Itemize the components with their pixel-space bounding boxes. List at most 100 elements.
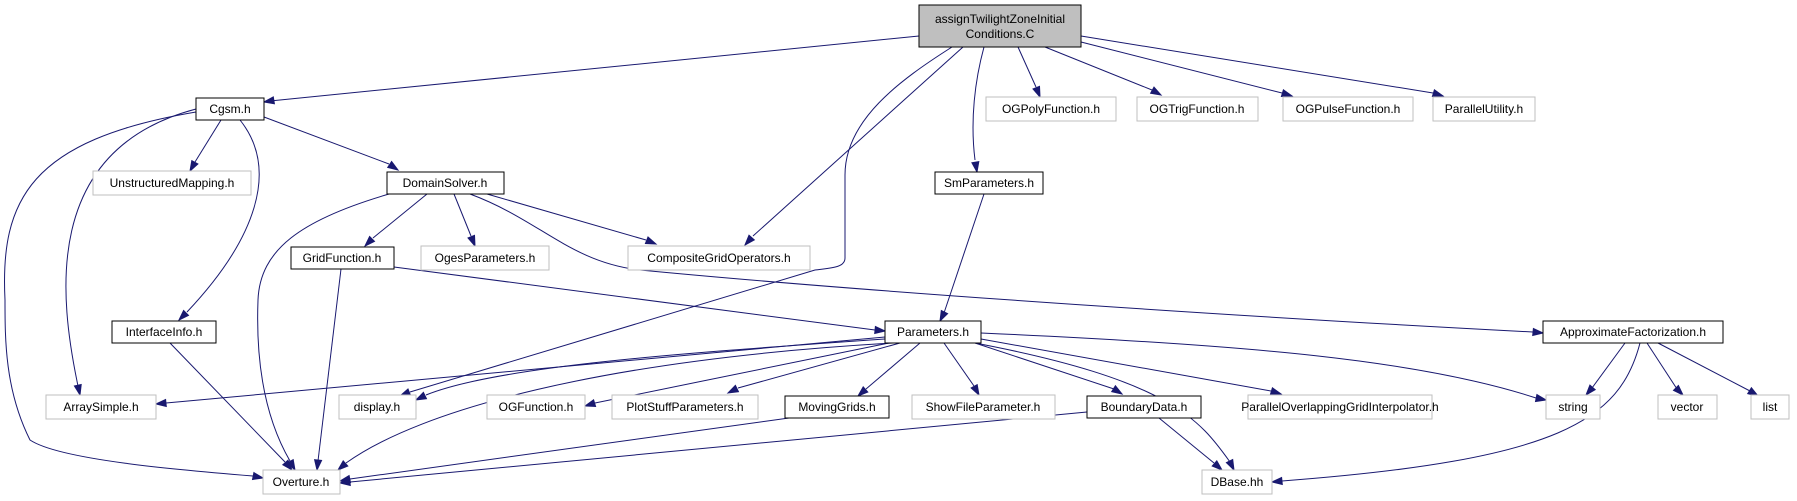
node-label: PlotStuffParameters.h xyxy=(626,400,743,414)
node-label: Overture.h xyxy=(273,475,330,489)
node-string[interactable]: string xyxy=(1545,394,1601,420)
edge-parameters-to-og-function xyxy=(583,342,890,408)
node-box xyxy=(1247,394,1433,420)
node-grid-function[interactable]: GridFunction.h xyxy=(290,246,395,270)
node-label: MovingGrids.h xyxy=(798,400,875,414)
node-box xyxy=(195,97,265,121)
edge-arrowhead xyxy=(414,391,428,401)
edge-parameters-to-boundary-data xyxy=(974,342,1124,395)
node-label: list xyxy=(1763,400,1778,414)
node-label: OGPulseFunction.h xyxy=(1296,102,1401,116)
edge-arrowhead xyxy=(874,325,887,335)
node-boundary-data[interactable]: BoundaryData.h xyxy=(1086,395,1202,419)
node-composite-grid-operators[interactable]: CompositeGridOperators.h xyxy=(627,245,811,271)
node-box xyxy=(627,245,811,271)
edge-boundary-data-to-dbase xyxy=(1158,417,1224,472)
edge-arrowhead xyxy=(1672,384,1685,397)
node-label: vector xyxy=(1671,400,1704,414)
edge-parameters-to-moving-grids xyxy=(856,342,921,398)
node-box xyxy=(934,171,1044,195)
edge-arrowhead xyxy=(1532,327,1545,337)
edge-root-to-parallel-utility xyxy=(1080,35,1445,98)
node-interface-info[interactable]: InterfaceInfo.h xyxy=(111,320,217,344)
edge-domain-solver-to-composite-grid-operators xyxy=(486,193,658,245)
node-box xyxy=(1542,320,1724,344)
node-parameters[interactable]: Parameters.h xyxy=(884,320,982,344)
edge-arrowhead xyxy=(1211,459,1224,472)
edge-arrowhead xyxy=(583,398,597,408)
node-moving-grids[interactable]: MovingGrids.h xyxy=(784,395,890,419)
edge-arrowhead xyxy=(467,234,476,248)
node-box xyxy=(486,394,586,420)
node-box xyxy=(111,320,217,344)
node-parallel-overlapping-grid-interpolator[interactable]: ParallelOverlappingGridInterpolator.h xyxy=(1241,394,1439,420)
node-approximate-factorization[interactable]: ApproximateFactorization.h xyxy=(1542,320,1724,344)
edge-parameters-to-string xyxy=(980,332,1548,403)
node-label: UnstructuredMapping.h xyxy=(110,176,235,190)
edge-arrowhead xyxy=(1270,476,1283,486)
node-root-file[interactable]: assignTwilightZoneInitial Conditions.C xyxy=(918,4,1082,48)
edge-arrowhead xyxy=(338,477,351,487)
node-oges-parameters[interactable]: OgesParameters.h xyxy=(420,245,550,271)
node-og-function[interactable]: OGFunction.h xyxy=(486,394,586,420)
edge-cgsm-to-domain-solver xyxy=(263,116,400,171)
node-og-trig-function[interactable]: OGTrigFunction.h xyxy=(1136,96,1259,122)
node-box xyxy=(338,394,417,420)
node-og-poly-function[interactable]: OGPolyFunction.h xyxy=(985,96,1117,122)
node-list[interactable]: list xyxy=(1750,394,1790,420)
dependency-nodes: assignTwilightZoneInitial Conditions.C C… xyxy=(45,4,1790,495)
node-cgsm[interactable]: Cgsm.h xyxy=(195,97,265,121)
node-label: CompositeGridOperators.h xyxy=(647,251,790,265)
edge-arrowhead xyxy=(1269,386,1283,396)
node-box xyxy=(918,4,1082,48)
edge-parameters-to-parallel-overlapping-grid-interpolator xyxy=(980,338,1283,396)
node-box xyxy=(611,394,759,420)
node-array-simple[interactable]: ArraySimple.h xyxy=(45,394,157,420)
node-og-pulse-function[interactable]: OGPulseFunction.h xyxy=(1282,96,1414,122)
node-dbase[interactable]: DBase.hh xyxy=(1201,469,1273,495)
edge-arrowhead xyxy=(644,236,658,245)
edge-domain-solver-to-grid-function xyxy=(363,193,428,248)
edge-root-to-composite-grid-operators xyxy=(744,46,964,247)
node-sm-parameters[interactable]: SmParameters.h xyxy=(934,171,1044,195)
node-show-file-parameter[interactable]: ShowFileParameter.h xyxy=(911,394,1056,420)
node-label: Cgsm.h xyxy=(209,102,250,116)
edge-arrowhead xyxy=(856,385,869,398)
edge-approximate-factorization-to-vector xyxy=(1646,342,1685,397)
edge-cgsm-to-interface-info xyxy=(177,119,260,322)
node-plot-stuff-parameters[interactable]: PlotStuffParameters.h xyxy=(611,394,759,420)
edge-arrowhead xyxy=(363,235,376,248)
edge-arrowhead xyxy=(1431,88,1445,98)
node-box xyxy=(1657,394,1718,420)
node-box xyxy=(1136,96,1259,122)
edge-domain-solver-to-oges-parameters xyxy=(453,193,476,248)
node-parallel-utility[interactable]: ParallelUtility.h xyxy=(1432,96,1536,122)
node-domain-solver[interactable]: DomainSolver.h xyxy=(386,171,505,195)
node-box xyxy=(1086,395,1202,419)
edge-arrowhead xyxy=(1534,393,1548,403)
edge-arrowhead xyxy=(154,398,167,408)
edge-parameters-to-show-file-parameter xyxy=(943,342,980,397)
edge-moving-grids-to-overture xyxy=(338,417,790,484)
node-unstructured-mapping[interactable]: UnstructuredMapping.h xyxy=(92,170,252,196)
node-box xyxy=(1432,96,1536,122)
node-label: ParallelOverlappingGridInterpolator.h xyxy=(1241,400,1438,414)
node-overture[interactable]: Overture.h xyxy=(262,469,341,495)
edge-arrowhead xyxy=(939,309,949,323)
edge-domain-solver-to-overture xyxy=(257,193,390,472)
edge-arrowhead xyxy=(177,309,190,322)
node-box xyxy=(420,245,550,271)
node-display[interactable]: display.h xyxy=(338,394,417,420)
node-vector[interactable]: vector xyxy=(1657,394,1718,420)
edge-grid-function-to-parameters xyxy=(393,266,887,335)
edge-parameters-to-overture xyxy=(336,342,894,472)
edge-arrowhead xyxy=(251,471,265,481)
edge-arrowhead xyxy=(313,459,323,472)
node-box xyxy=(1545,394,1601,420)
node-label: SmParameters.h xyxy=(944,176,1034,190)
node-label: display.h xyxy=(354,400,400,414)
dependency-edges xyxy=(4,35,1760,487)
edge-arrowhead xyxy=(1110,384,1124,395)
edge-boundary-data-to-overture xyxy=(338,411,1088,487)
